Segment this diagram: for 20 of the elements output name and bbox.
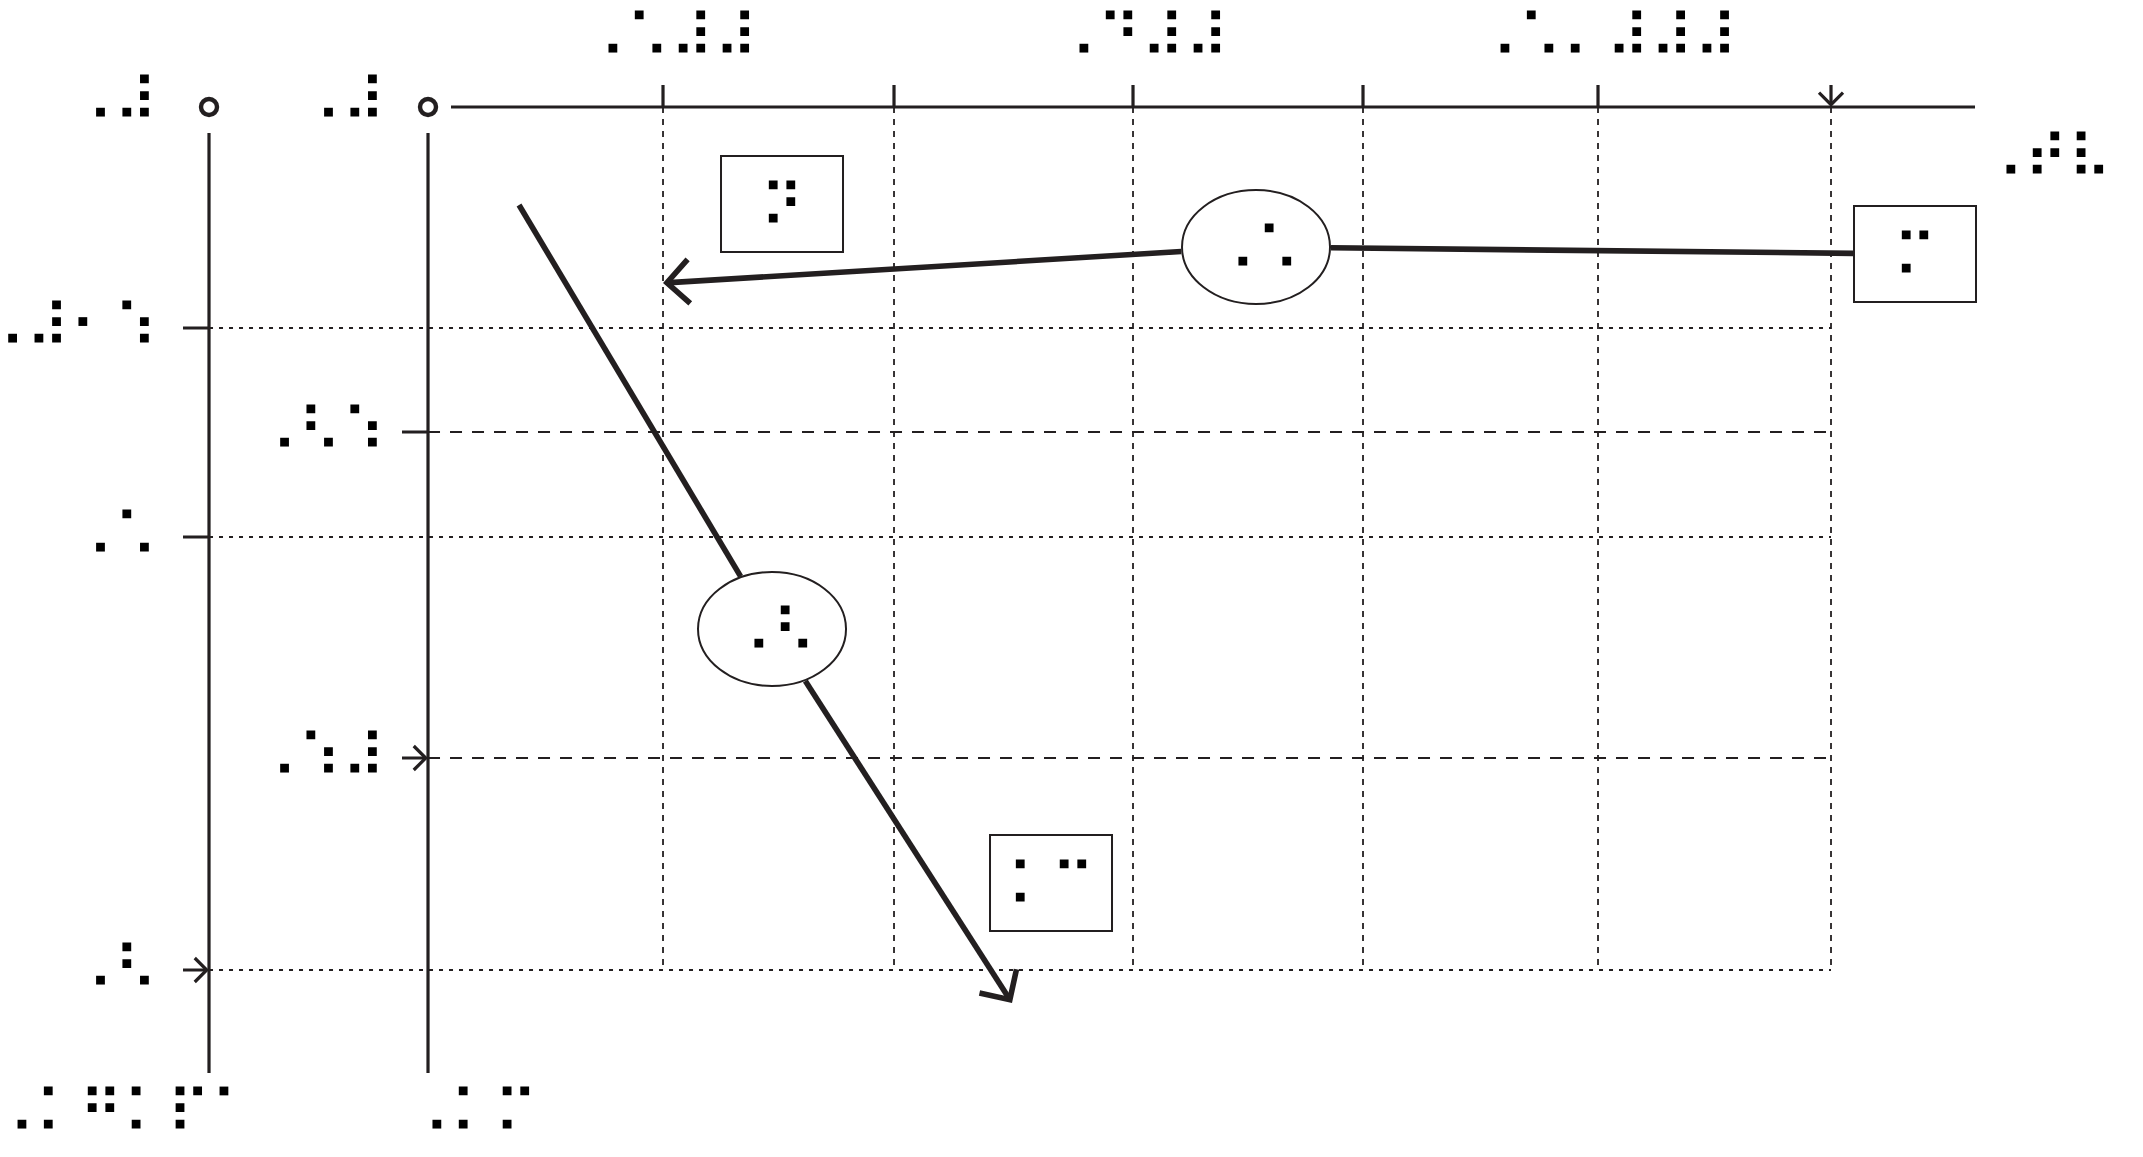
tick-label: ⠠⠼⠂⠱: [8, 300, 149, 343]
tick-label: ⠠⠡: [96, 509, 149, 552]
label-box: ⠍: [1853, 205, 1977, 303]
label-box: ⠅⠉: [989, 834, 1113, 932]
axis-label: ⠠⠅⠛⠅⠏⠁: [17, 1086, 229, 1129]
arrow: [663, 248, 1182, 306]
axis-label: ⠠⠼: [96, 74, 149, 117]
axis-label: ⠠⠞⠧: [2006, 131, 2104, 174]
tick-label: ⠠⠣: [96, 942, 149, 985]
arrow: [803, 679, 1020, 1003]
connector-line: [516, 203, 743, 578]
tick-label: ⠠⠡⠼⠼: [608, 10, 750, 53]
label-box: ⠝: [720, 155, 844, 253]
tick-label: ⠠⠙⠼⠼: [1079, 10, 1221, 53]
tick-label: ⠠⠣⠱: [280, 404, 377, 447]
connector-line: [1330, 245, 1854, 257]
axis-label: ⠠⠼: [324, 74, 377, 117]
tick-label: ⠠⠡⠄⠼⠼⠼: [1500, 10, 1729, 53]
axis-label: ⠠⠅⠍: [432, 1086, 530, 1129]
tick-label: ⠠⠱⠼: [280, 730, 377, 773]
